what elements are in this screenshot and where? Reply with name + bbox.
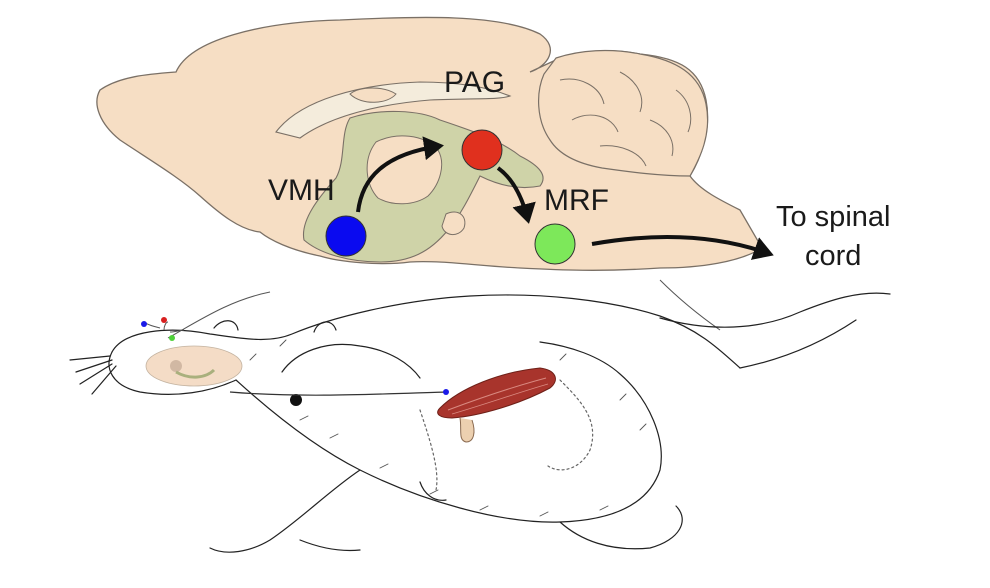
pag-node — [461, 129, 503, 171]
spinal-label-line1: To spinal — [776, 201, 891, 233]
mrf-node — [534, 223, 576, 265]
nerve-wire — [229, 391, 447, 396]
mrf-label: MRF — [544, 184, 609, 217]
corpus-callosum — [275, 81, 512, 139]
forepaw — [419, 481, 447, 501]
front-paw — [299, 539, 361, 552]
magnification-lines — [167, 279, 721, 339]
spinal-cord-label: To spinal cord — [776, 198, 890, 275]
rat-illustration — [69, 292, 891, 553]
rat-brain-inset — [145, 345, 243, 387]
whiskers — [69, 355, 117, 395]
muscle-electrode — [443, 389, 449, 395]
lower-rat-outline — [235, 341, 662, 523]
forelimb-dotted — [419, 409, 438, 491]
vmh-node — [325, 215, 367, 257]
lower-rat-leg-back — [559, 505, 683, 550]
cerebellum — [538, 49, 709, 177]
spinal-label-line2: cord — [805, 239, 862, 272]
vmh-label: VMH — [268, 174, 335, 207]
muscle-illustration — [437, 367, 556, 443]
arrow-pag-to-mrf — [496, 166, 536, 224]
pag-label: PAG — [444, 66, 506, 99]
cerebellum-folds — [559, 71, 692, 167]
upper-rat-outline — [111, 294, 741, 369]
upper-rat-ear — [213, 320, 239, 331]
hindlimb-dotted — [547, 379, 594, 471]
hippocampal-lobe — [349, 87, 397, 103]
fur-hatching — [249, 339, 647, 517]
rat-eye-lower — [290, 394, 302, 406]
arrow-vmh-to-pag — [356, 136, 444, 213]
implant-electrodes — [141, 317, 185, 341]
second-rat-ear — [313, 321, 337, 333]
pons-notch — [441, 211, 466, 235]
rat-tail — [659, 292, 891, 328]
lower-rat-leg-front — [209, 469, 361, 553]
arrow-mrf-to-spinal — [591, 235, 774, 260]
brain-section — [96, 16, 763, 271]
rat-brain-gray — [175, 368, 216, 379]
second-rat-head — [281, 343, 421, 379]
pathway-arrows — [356, 136, 774, 260]
upper-rat-snout — [108, 351, 237, 395]
